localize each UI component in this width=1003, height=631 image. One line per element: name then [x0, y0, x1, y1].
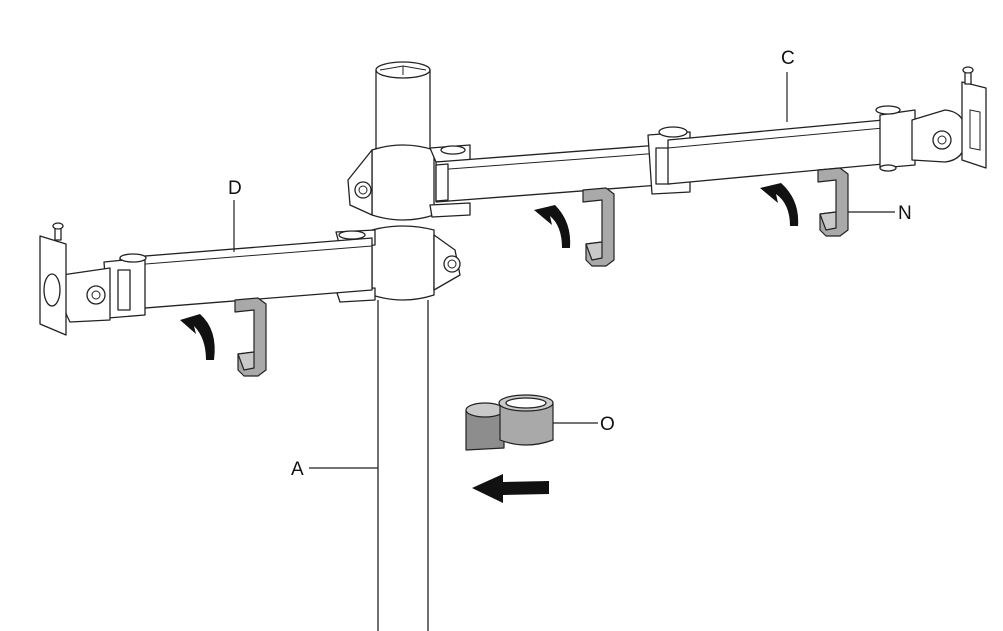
- insert-arrow: [472, 474, 549, 503]
- label-d: D: [228, 178, 242, 199]
- rotate-arrows: [180, 183, 799, 360]
- left-arm: [39, 222, 461, 336]
- label-a: A: [291, 459, 304, 480]
- label-o: O: [600, 414, 615, 435]
- leader-lines: [233, 72, 895, 469]
- pole-clamp: [465, 394, 554, 451]
- cable-clips: [234, 167, 849, 377]
- label-n: N: [898, 203, 912, 224]
- label-c: C: [781, 48, 795, 69]
- right-arm: [347, 66, 987, 221]
